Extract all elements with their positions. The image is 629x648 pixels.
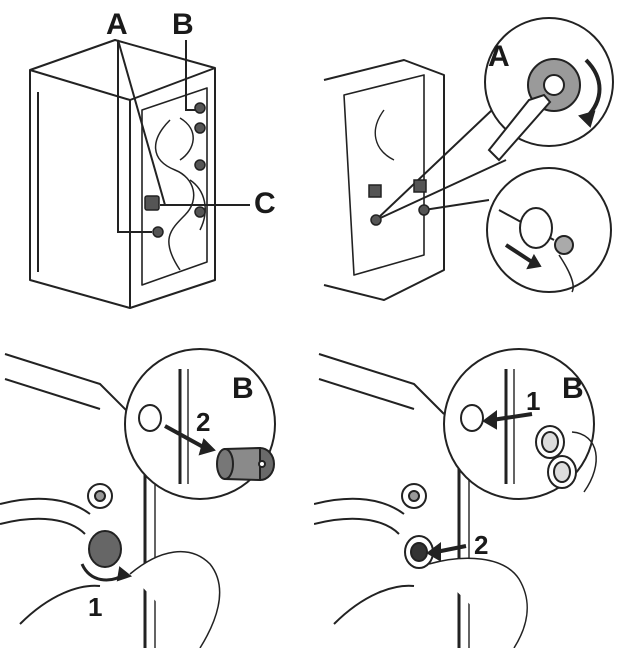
cap-insertion-illustration — [314, 348, 597, 648]
label-b: B — [172, 8, 194, 41]
label-b: B — [232, 372, 254, 405]
step-1: 1 — [526, 386, 541, 416]
step-2: 2 — [474, 530, 489, 560]
panel-insert-cap: B 1 2 — [314, 324, 629, 648]
label-c: C — [254, 187, 276, 220]
label-a: A — [488, 40, 510, 73]
step-1: 1 — [88, 592, 103, 622]
label-a: A — [106, 8, 128, 41]
label-b: B — [562, 372, 584, 405]
spacer-removal-illustration — [0, 348, 276, 648]
panel-remove-spacer: B 2 1 — [0, 324, 314, 648]
panel-overview: A B C — [0, 0, 314, 324]
machine-rear-illustration — [29, 39, 250, 309]
bolt-removal-illustration — [323, 17, 614, 301]
panel-remove-bolts: A — [314, 0, 629, 324]
step-2: 2 — [196, 407, 211, 437]
